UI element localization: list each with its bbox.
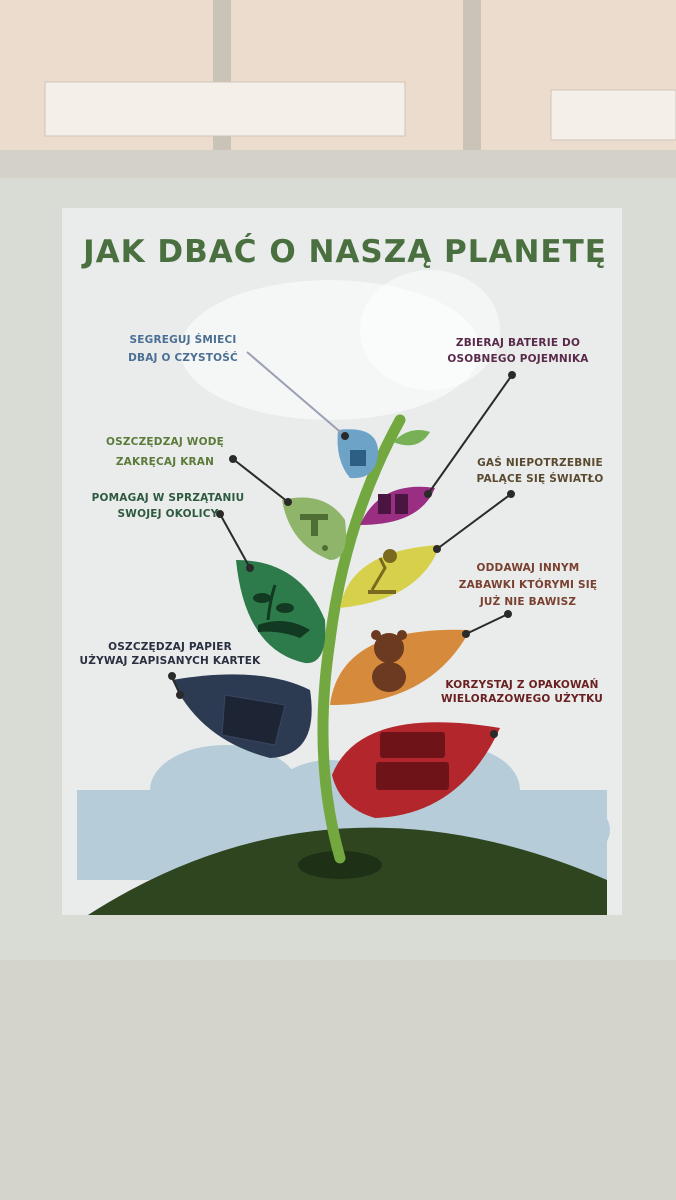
tip-label: OSZCZĘDZAJ WODĘ xyxy=(106,436,224,448)
trash-bin-icon xyxy=(350,450,366,466)
desk-lamp-icon xyxy=(368,549,397,594)
poster-title: JAK DBAĆ O NASZĄ PLANETĘ xyxy=(81,233,607,270)
leaf-top xyxy=(393,429,430,446)
glare xyxy=(360,270,500,390)
plant-in-hand-icon xyxy=(253,584,310,638)
tip-label: ODDAWAJ INNYM xyxy=(477,562,580,574)
window-frame xyxy=(463,0,481,156)
ceiling-light xyxy=(44,81,406,137)
food-container-icon xyxy=(376,732,449,790)
plant-stem xyxy=(317,414,406,864)
leaf-yellow xyxy=(340,545,440,608)
tip-label: UŻYWAJ ZAPISANYCH KARTEK xyxy=(80,653,262,667)
tip-label: GAŚ NIEPOTRZEBNIE xyxy=(477,456,603,469)
battery-icon xyxy=(378,494,408,514)
tip-label: SEGREGUJ ŚMIECI xyxy=(129,333,236,346)
tip-label: ZABAWKI KTÓRYMI SIĘ xyxy=(459,578,597,591)
tip-label: PALĄCE SIĘ ŚWIATŁO xyxy=(477,472,604,485)
water-tap-icon xyxy=(300,514,328,551)
paper-sheet-icon xyxy=(221,694,286,746)
tip-label: ZBIERAJ BATERIE DO xyxy=(456,337,580,349)
tip-label: WIELORAZOWEGO UŻYTKU xyxy=(441,691,603,705)
tip-label: POMAGAJ W SPRZĄTANIU xyxy=(92,492,245,504)
tip-label: JUŻ NIE BAWISZ xyxy=(479,594,577,608)
tip-label: OSOBNEGO POJEMNIKA xyxy=(447,353,589,365)
tip-label: KORZYSTAJ Z OPAKOWAŃ xyxy=(445,678,598,691)
ceiling-light xyxy=(550,89,676,141)
wall-lower xyxy=(0,960,676,1200)
callout-lines xyxy=(168,351,516,738)
tip-label: OSZCZĘDZAJ PAPIER xyxy=(108,641,232,653)
poster: JAK DBAĆ O NASZĄ PLANETĘ SEGREGUJ ŚMIECI… xyxy=(62,208,622,915)
tip-label: SWOJEJ OKOLICY xyxy=(118,508,219,520)
window-sill xyxy=(0,150,676,178)
tip-label: ZAKRĘCAJ KRAN xyxy=(116,456,214,468)
tip-label: DBAJ O CZYSTOŚĆ xyxy=(128,351,238,364)
teddy-bear-icon xyxy=(371,630,407,692)
